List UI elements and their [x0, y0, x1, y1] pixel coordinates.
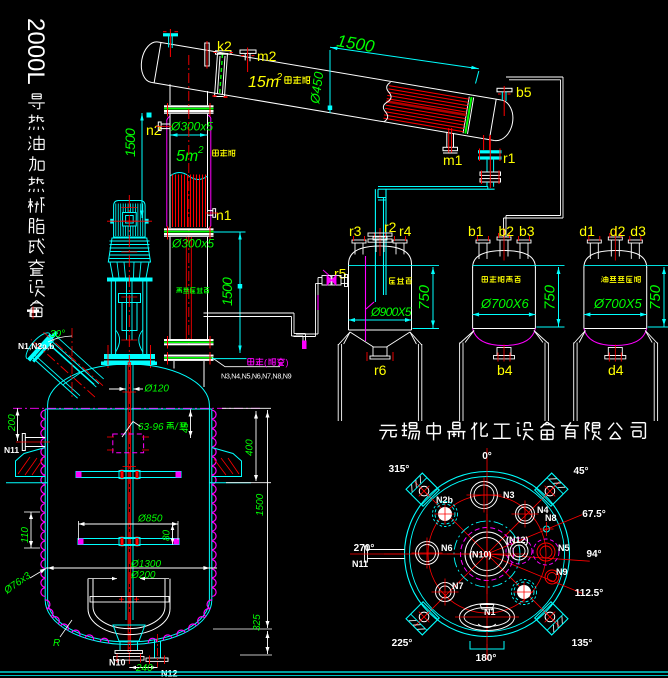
svg-text:b1: b1	[468, 223, 484, 239]
svg-text:N1: N1	[484, 607, 496, 617]
svg-text:d2: d2	[610, 223, 626, 239]
svg-text:110: 110	[20, 527, 31, 543]
svg-text:(: (	[264, 358, 267, 368]
svg-text:/: /	[174, 422, 179, 433]
svg-text:Ø700X6: Ø700X6	[480, 296, 529, 311]
svg-text:Ø120: Ø120	[144, 384, 170, 395]
svg-text:Ø300x5: Ø300x5	[170, 120, 213, 134]
svg-text:Ø76x3: Ø76x3	[2, 570, 34, 597]
svg-text:N10: N10	[109, 658, 126, 668]
svg-text:Ø300x5: Ø300x5	[171, 237, 214, 251]
svg-text:b2: b2	[499, 223, 515, 239]
svg-text:N7: N7	[452, 581, 464, 591]
svg-text:N11: N11	[4, 445, 19, 455]
svg-text:r3: r3	[349, 223, 362, 239]
svg-text:270°: 270°	[354, 543, 375, 554]
svg-text:b3: b3	[519, 223, 535, 239]
svg-text:15m: 15m	[248, 74, 279, 91]
svg-text:N3: N3	[503, 490, 515, 500]
svg-text:225°: 225°	[392, 638, 413, 649]
svg-text:1500: 1500	[335, 31, 376, 56]
svg-text:1500: 1500	[219, 277, 235, 306]
svg-text:r2: r2	[384, 219, 397, 235]
svg-text:Ø200: Ø200	[130, 570, 156, 581]
svg-text:45°: 45°	[573, 466, 588, 477]
svg-text:N4: N4	[537, 505, 549, 515]
svg-text:N12: N12	[161, 669, 178, 678]
svg-text:r4: r4	[399, 223, 412, 239]
svg-text:400: 400	[245, 439, 256, 456]
svg-text:r6: r6	[374, 362, 387, 378]
svg-text:b4: b4	[497, 362, 513, 378]
svg-text:325: 325	[252, 614, 263, 631]
svg-text:d4: d4	[608, 362, 624, 378]
svg-text:Ø450: Ø450	[307, 70, 327, 105]
svg-text:135°: 135°	[572, 638, 593, 649]
svg-text:30°: 30°	[50, 329, 65, 340]
svg-text:Ø850: Ø850	[137, 514, 163, 525]
svg-text:750: 750	[647, 284, 664, 310]
svg-text:): )	[286, 358, 289, 368]
svg-text:45: 45	[180, 422, 190, 433]
svg-text:0°: 0°	[482, 451, 492, 462]
svg-text:80: 80	[162, 529, 173, 541]
svg-text:n1: n1	[216, 207, 232, 223]
svg-text:N1,N2a,b: N1,N2a,b	[18, 341, 54, 351]
svg-text:r1: r1	[503, 150, 516, 166]
svg-text:m1: m1	[443, 152, 463, 168]
svg-text:b5: b5	[516, 84, 532, 100]
svg-text:(N10): (N10)	[469, 550, 492, 560]
svg-text:N9: N9	[556, 567, 568, 577]
svg-text:n2: n2	[146, 122, 162, 138]
svg-text:67.5°: 67.5°	[582, 509, 605, 520]
svg-text:315°: 315°	[389, 464, 410, 475]
svg-text:750: 750	[416, 284, 433, 310]
svg-text:Ø900X5: Ø900X5	[370, 305, 412, 319]
svg-text:180°: 180°	[476, 653, 497, 664]
svg-text:2: 2	[276, 72, 283, 83]
svg-text:N6: N6	[441, 543, 453, 553]
svg-text:2000L: 2000L	[22, 18, 49, 85]
svg-text:94°: 94°	[586, 549, 601, 560]
svg-text:d3: d3	[630, 223, 646, 239]
svg-text:m2: m2	[257, 48, 277, 64]
svg-text:200: 200	[7, 414, 18, 432]
svg-text:N8: N8	[545, 513, 557, 523]
svg-text:5m: 5m	[176, 148, 198, 165]
svg-text:1500: 1500	[122, 128, 138, 157]
svg-text:Ø1300: Ø1300	[130, 559, 161, 570]
svg-text:1500: 1500	[255, 493, 266, 516]
svg-text:N11: N11	[352, 559, 368, 569]
svg-text:k2: k2	[217, 38, 232, 54]
svg-text:112.5°: 112.5°	[575, 588, 603, 599]
svg-text:R: R	[53, 638, 60, 649]
svg-text:N5: N5	[558, 543, 570, 553]
svg-text:(N12): (N12)	[506, 535, 529, 545]
svg-text:240: 240	[135, 663, 153, 674]
svg-text:N2b: N2b	[436, 495, 454, 505]
svg-text:2: 2	[197, 145, 204, 156]
svg-text:d1: d1	[579, 223, 595, 239]
svg-text:63-96: 63-96	[138, 422, 164, 433]
svg-text:N3,N4,N5,N6,N7,N8,N9: N3,N4,N5,N6,N7,N8,N9	[221, 372, 292, 381]
svg-text:Ø700X5: Ø700X5	[593, 296, 642, 311]
svg-text:750: 750	[542, 284, 559, 310]
